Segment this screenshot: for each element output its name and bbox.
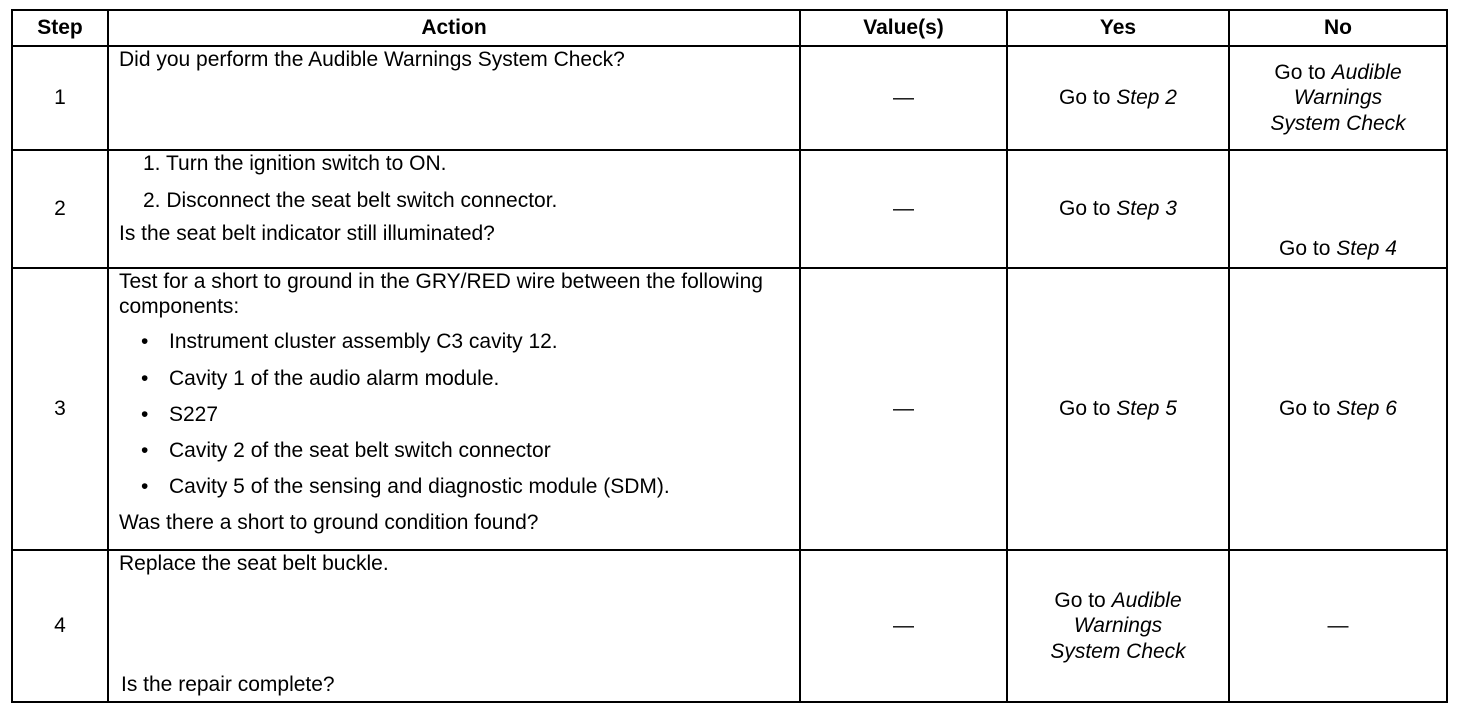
action-question: Is the repair complete? (121, 672, 335, 696)
action-bullet: • Cavity 5 of the sensing and diagnostic … (119, 474, 789, 499)
table-row-step-4: 4 Replace the seat belt buckle. Is the r… (11, 549, 1448, 703)
action-bullet: • Cavity 1 of the audio alarm module. (119, 366, 789, 391)
value-cell: — (799, 149, 1008, 269)
bullet-text: S227 (169, 402, 219, 426)
value-cell: — (799, 267, 1008, 551)
yes-cell: Go to Step 3 (1006, 149, 1230, 269)
action-item-1: 1. Turn the ignition switch to ON. (143, 152, 447, 175)
action-text: Replace the seat belt buckle. (119, 552, 389, 575)
yes-prefix: Go to (1059, 397, 1117, 421)
action-cell: 1. Turn the ignition switch to ON. 2. Di… (107, 149, 801, 269)
yes-link-line2[interactable]: Warnings (1073, 614, 1163, 638)
action-cell: Did you perform the Audible Warnings Sys… (107, 45, 801, 151)
value-cell: — (799, 549, 1008, 703)
action-question: Is the seat belt indicator still illumin… (119, 222, 495, 246)
yes-cell: Go to Step 5 (1006, 267, 1230, 551)
no-cell: — (1228, 549, 1448, 703)
yes-link-line3[interactable]: System Check (1050, 639, 1186, 663)
bullet-icon: • (141, 330, 149, 354)
step-number: 4 (11, 549, 109, 703)
yes-cell: Go to Audible Warnings System Check (1006, 549, 1230, 703)
table-row-step-1: 1 Did you perform the Audible Warnings S… (11, 45, 1448, 151)
action-item-2: 2. Disconnect the seat belt switch conne… (143, 189, 558, 213)
no-link[interactable]: Step 6 (1336, 397, 1397, 421)
step-number: 1 (11, 45, 109, 151)
bullet-icon: • (141, 402, 149, 426)
action-question: Was there a short to ground condition fo… (119, 511, 539, 535)
action-intro: Test for a short to ground in the GRY/RE… (119, 270, 763, 319)
header-row: Step Action Value(s) Yes No (11, 9, 1448, 47)
bullet-text: Cavity 2 of the seat belt switch connect… (169, 438, 551, 462)
yes-prefix: Go to (1054, 589, 1112, 613)
yes-link[interactable]: Step 3 (1116, 197, 1177, 221)
action-cell: Test for a short to ground in the GRY/RE… (107, 267, 801, 551)
diagnostic-table: Step Action Value(s) Yes No 1 Did you pe… (11, 9, 1448, 703)
no-cell: Go to Audible Warnings System Check (1228, 45, 1448, 151)
no-link-line3[interactable]: System Check (1270, 111, 1406, 135)
no-link-line2[interactable]: Warnings (1293, 86, 1383, 110)
step-number: 3 (11, 267, 109, 551)
no-prefix: Go to (1279, 236, 1337, 260)
value-cell: — (799, 45, 1008, 151)
no-link[interactable]: Step 4 (1336, 236, 1397, 260)
no-link-line1[interactable]: Audible (1331, 61, 1402, 85)
action-cell: Replace the seat belt buckle. Is the rep… (107, 549, 801, 703)
yes-link[interactable]: Step 2 (1116, 86, 1177, 110)
yes-prefix: Go to (1059, 197, 1117, 221)
action-bullet: • Cavity 2 of the seat belt switch connec… (119, 438, 789, 463)
bullet-icon: • (141, 475, 149, 499)
bullet-text: Instrument cluster assembly C3 cavity 12… (169, 330, 558, 354)
header-values: Value(s) (799, 9, 1008, 47)
no-prefix: Go to (1274, 61, 1332, 85)
action-bullet: • S227 (119, 402, 789, 427)
step-number: 2 (11, 149, 109, 269)
no-prefix: Go to (1279, 397, 1337, 421)
yes-link[interactable]: Step 5 (1116, 397, 1177, 421)
no-cell: Go to Step 4 (1228, 149, 1448, 269)
bullet-text: Cavity 1 of the audio alarm module. (169, 366, 500, 390)
yes-link-line1[interactable]: Audible (1111, 589, 1182, 613)
header-step: Step (11, 9, 109, 47)
bullet-text: Cavity 5 of the sensing and diagnostic m… (169, 475, 670, 499)
table-row-step-3: 3 Test for a short to ground in the GRY/… (11, 267, 1448, 551)
yes-prefix: Go to (1059, 86, 1117, 110)
header-no: No (1228, 9, 1448, 47)
yes-cell: Go to Step 2 (1006, 45, 1230, 151)
bullet-icon: • (141, 366, 149, 390)
table-row-step-2: 2 1. Turn the ignition switch to ON. 2. … (11, 149, 1448, 269)
action-bullet: • Instrument cluster assembly C3 cavity 1… (119, 329, 789, 354)
header-action: Action (107, 9, 801, 47)
header-yes: Yes (1006, 9, 1230, 47)
no-cell: Go to Step 6 (1228, 267, 1448, 551)
action-question: Did you perform the Audible Warnings Sys… (119, 48, 625, 71)
bullet-icon: • (141, 438, 149, 462)
